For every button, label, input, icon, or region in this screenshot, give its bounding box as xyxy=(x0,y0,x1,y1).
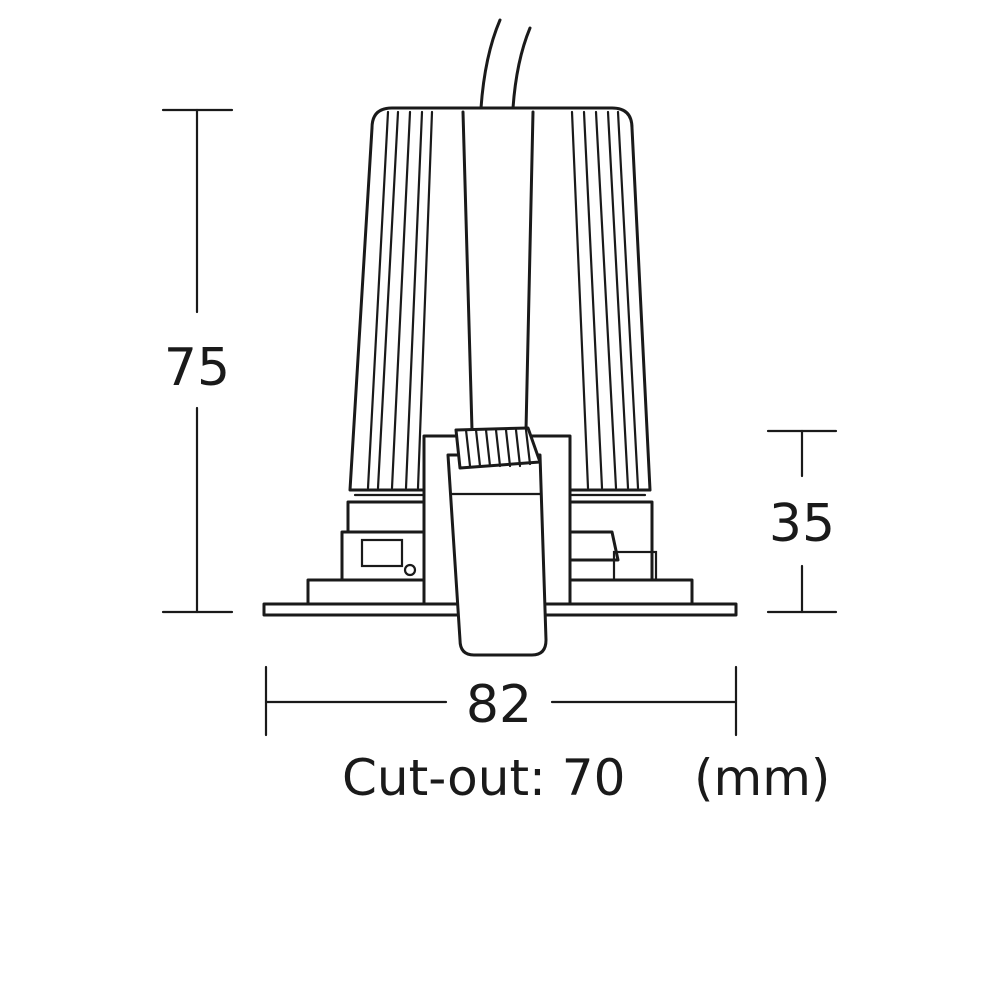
power-cable xyxy=(479,18,532,110)
width-label: 82 xyxy=(466,675,532,735)
dimension-width: 82 xyxy=(264,665,738,737)
cutout-note: Cut-out: 70 xyxy=(342,749,625,807)
unit-note: (mm) xyxy=(694,749,830,807)
height-total-label: 75 xyxy=(164,338,230,398)
dimension-height-lower: 35 xyxy=(766,429,838,614)
dimension-height-total: 75 xyxy=(161,108,234,614)
spring-clip xyxy=(422,426,572,657)
height-lower-label: 35 xyxy=(769,494,835,554)
heat-sink-body xyxy=(348,106,652,492)
